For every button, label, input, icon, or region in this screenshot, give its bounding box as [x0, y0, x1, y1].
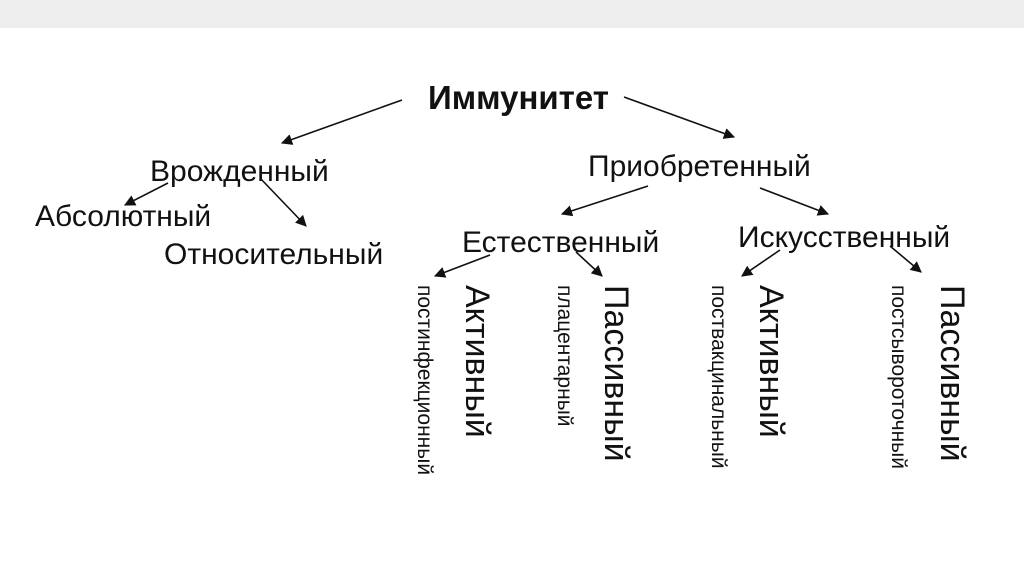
artificial-passive-note: постсывороточный: [887, 285, 910, 469]
slide-canvas: [0, 28, 1024, 574]
natural-active-note: постинфекционный: [413, 285, 436, 476]
innate-node: Врожденный: [150, 155, 329, 188]
root-node: Иммунитет: [428, 79, 609, 116]
relative-node: Относительный: [164, 238, 384, 271]
artificial-active-node: Активный: [752, 285, 790, 438]
artificial-active-note: поствакцинальный: [707, 285, 730, 469]
natural-passive-note: плацентарный: [553, 285, 576, 427]
acquired-node: Приобретенный: [588, 150, 811, 183]
top-bar: [0, 0, 1024, 28]
natural-node: Естественный: [462, 226, 660, 259]
natural-active-node: Активный: [458, 285, 496, 438]
absolute-node: Абсолютный: [35, 200, 212, 233]
artificial-node: Искусственный: [738, 221, 951, 254]
artificial-passive-node: Пассивный: [933, 285, 971, 462]
natural-passive-node: Пассивный: [597, 285, 635, 462]
